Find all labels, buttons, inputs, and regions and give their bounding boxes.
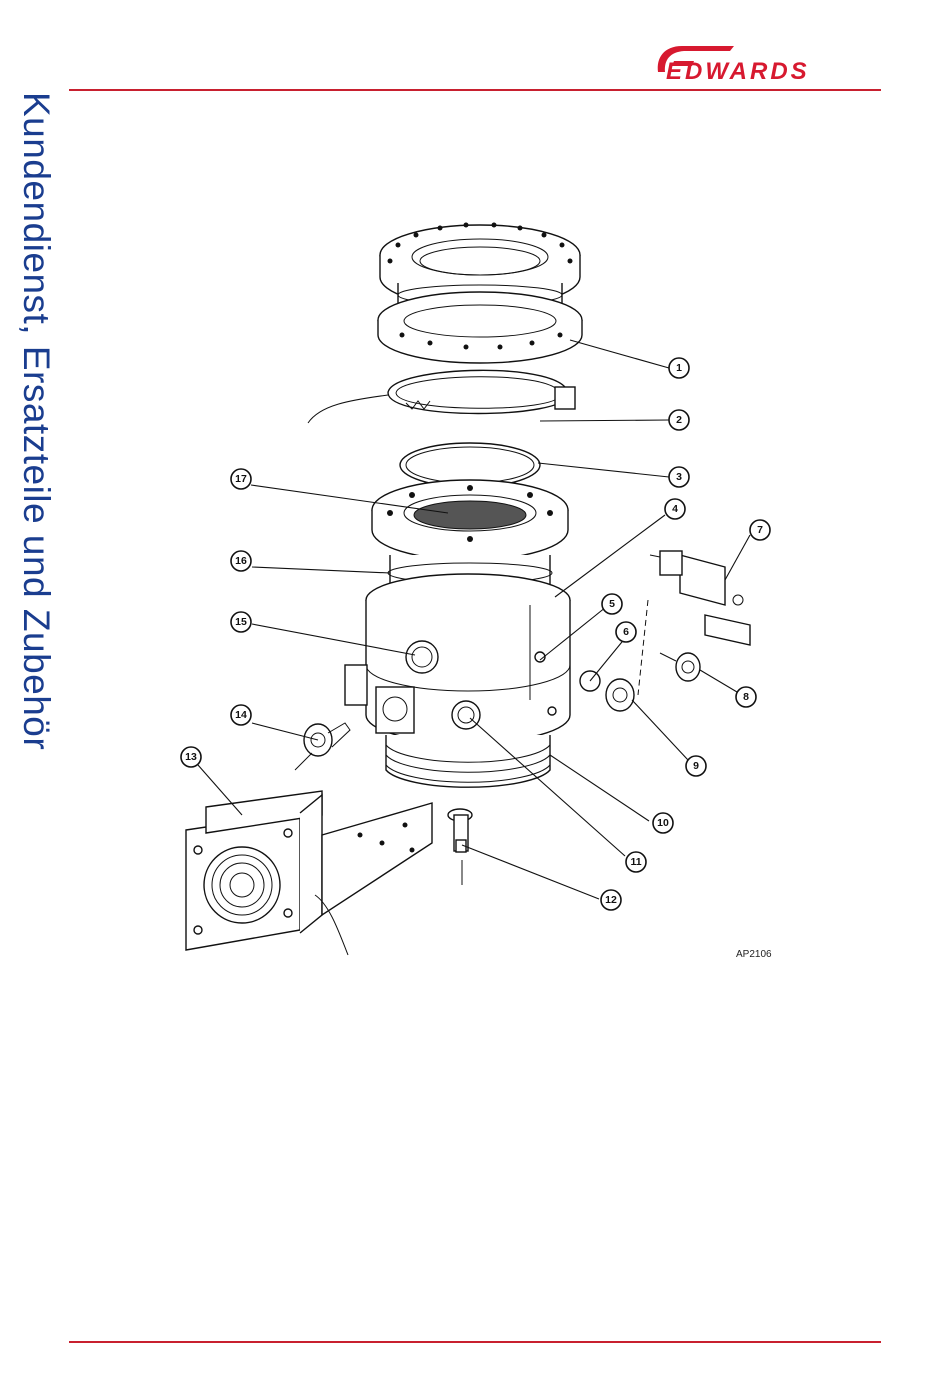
svg-text:6: 6 xyxy=(623,626,629,638)
svg-text:14: 14 xyxy=(235,709,247,721)
svg-text:3: 3 xyxy=(676,471,682,483)
clamp-ring xyxy=(308,370,575,423)
logo-wordmark: EDWARDS xyxy=(666,58,810,85)
callout-12: 12 xyxy=(601,890,621,910)
svg-text:11: 11 xyxy=(630,856,641,868)
pump-inlet-flange xyxy=(372,480,568,560)
inlet-flange xyxy=(378,225,582,363)
callout-2: 2 xyxy=(669,410,689,430)
svg-text:1: 1 xyxy=(676,362,682,374)
svg-text:17: 17 xyxy=(235,473,247,485)
svg-text:15: 15 xyxy=(235,616,247,628)
svg-text:5: 5 xyxy=(609,598,615,610)
callout-17: 17 xyxy=(231,469,251,489)
controller-fan-unit xyxy=(186,791,432,955)
pump-body xyxy=(345,555,570,787)
edwards-logo: EDWARDS xyxy=(652,38,884,86)
callout-13: 13 xyxy=(181,747,201,767)
vent-valve-solenoid xyxy=(650,551,750,645)
callout-11: 11 xyxy=(626,852,646,872)
callout-15: 15 xyxy=(231,612,251,632)
header-rule xyxy=(69,89,881,91)
callout-16: 16 xyxy=(231,551,251,571)
callout-4: 4 xyxy=(665,499,685,519)
callout-14: 14 xyxy=(231,705,251,725)
svg-text:10: 10 xyxy=(657,817,669,829)
svg-text:9: 9 xyxy=(693,760,699,772)
svg-text:8: 8 xyxy=(743,691,749,703)
exploded-parts-diagram: 1 2 3 4 5 6 7 8 9 10 11 12 13 14 15 16 1… xyxy=(150,195,800,975)
callout-6: 6 xyxy=(616,622,636,642)
plug-8 xyxy=(660,653,700,681)
callout-8: 8 xyxy=(736,687,756,707)
callout-3: 3 xyxy=(669,467,689,487)
figure-reference-id: AP2106 xyxy=(736,949,772,960)
plug-6-9 xyxy=(580,600,648,711)
connector-plug-14 xyxy=(295,723,350,770)
callout-5: 5 xyxy=(602,594,622,614)
svg-text:13: 13 xyxy=(185,751,197,763)
section-title: Kundendienst, Ersatzteile und Zubehör xyxy=(18,92,55,750)
svg-text:7: 7 xyxy=(757,524,763,536)
svg-text:16: 16 xyxy=(235,555,247,567)
callout-9: 9 xyxy=(686,756,706,776)
svg-text:12: 12 xyxy=(605,894,617,906)
callout-1: 1 xyxy=(669,358,689,378)
footer-rule xyxy=(69,1341,881,1343)
callout-7: 7 xyxy=(750,520,770,540)
svg-text:2: 2 xyxy=(676,414,682,426)
svg-text:4: 4 xyxy=(672,503,678,515)
callout-10: 10 xyxy=(653,813,673,833)
